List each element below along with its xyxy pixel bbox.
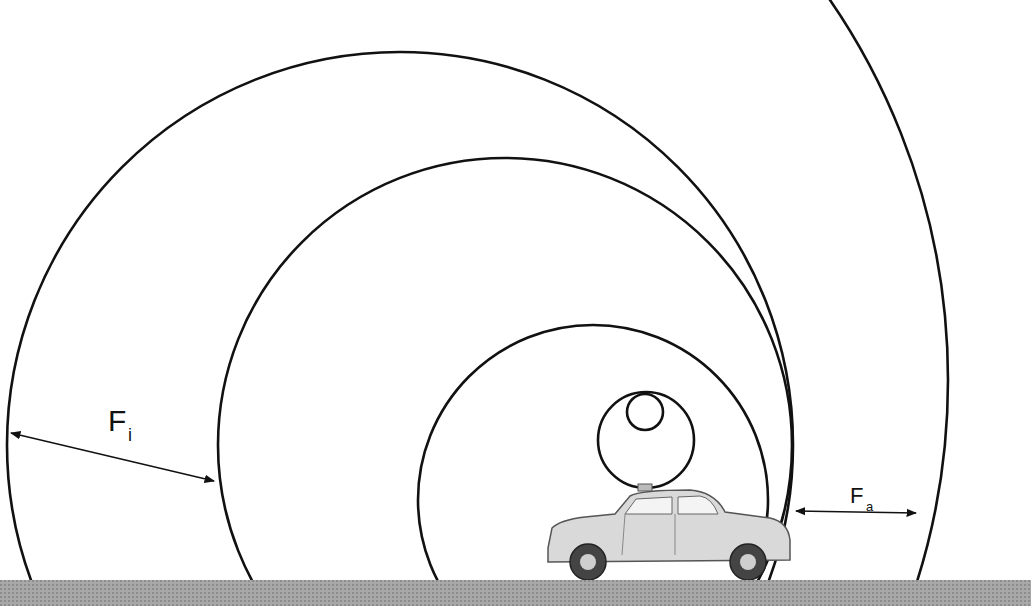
frequency-symbol: F <box>850 485 863 507</box>
car-window <box>625 497 672 514</box>
wavefronts <box>0 0 948 581</box>
hubcap <box>740 554 756 570</box>
wheel <box>570 544 606 580</box>
wavefront <box>0 0 948 581</box>
hubcap <box>580 554 596 570</box>
frequency-subscript: a <box>866 500 873 513</box>
frequency-subscript: i <box>128 426 132 444</box>
wavefront <box>7 52 793 581</box>
door-line <box>675 514 676 555</box>
roof-light <box>638 484 652 491</box>
wheel <box>730 544 766 580</box>
ground <box>0 580 1031 606</box>
dimension-arrow <box>11 433 214 481</box>
wavefront <box>218 158 792 581</box>
dimension-arrow <box>796 511 916 513</box>
wavefront <box>627 394 663 430</box>
car-illustration <box>548 484 790 580</box>
wavefront <box>598 392 694 488</box>
car-window <box>678 496 718 514</box>
door-line <box>622 514 625 555</box>
frequency-symbol: F <box>108 406 126 436</box>
